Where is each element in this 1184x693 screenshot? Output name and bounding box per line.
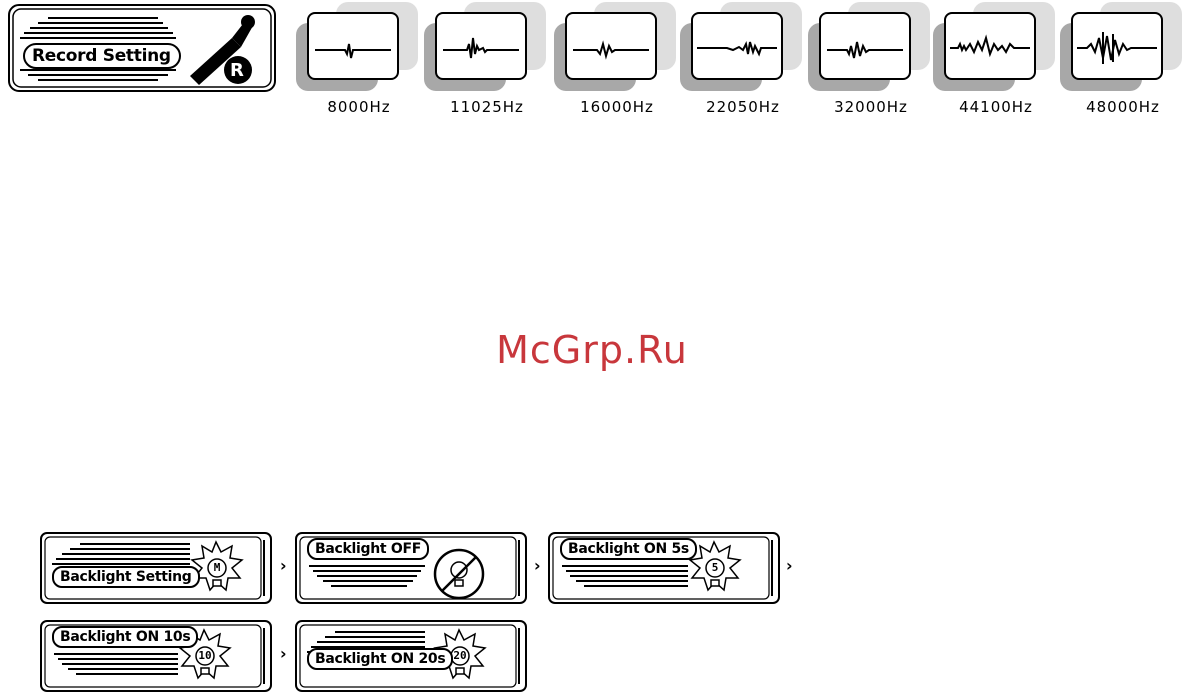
waveform-screen: [691, 12, 783, 80]
waveform-screen: [944, 12, 1036, 80]
sample-rate-label: 8000Hz: [296, 98, 422, 116]
waveform-screen: [819, 12, 911, 80]
bulb-text: 5: [706, 561, 724, 574]
waveform-icon: [821, 14, 909, 78]
record-setting-label: Record Setting: [32, 46, 171, 66]
backlight-on-10s-panel: Backlight ON 10s 10: [40, 620, 272, 692]
sample-rate-11025: 11025Hz: [424, 0, 550, 120]
waveform-icon: [946, 14, 1034, 78]
chevron-right-icon: ›: [786, 556, 793, 575]
bulb-text: 20: [449, 649, 471, 662]
waveform-icon: [309, 14, 397, 78]
backlight-on-10s-label: Backlight ON 10s: [52, 626, 198, 648]
sample-rate-label: 11025Hz: [424, 98, 550, 116]
backlight-setting-label: Backlight Setting: [52, 566, 200, 588]
waveform-screen: [307, 12, 399, 80]
waveform-icon: [693, 14, 781, 78]
record-badge-letter: R: [230, 60, 244, 81]
waveform-icon: [1073, 14, 1161, 78]
no-light-icon: [435, 550, 483, 598]
bulb-text: 10: [194, 649, 216, 662]
backlight-on-20s-label: Backlight ON 20s: [307, 648, 453, 670]
sample-rate-label: 16000Hz: [554, 98, 680, 116]
sample-rate-8000: 8000Hz: [296, 0, 422, 120]
waveform-screen: [1071, 12, 1163, 80]
sample-rate-label: 22050Hz: [680, 98, 806, 116]
backlight-off-panel: Backlight OFF: [295, 532, 527, 604]
sample-rate-22050: 22050Hz: [680, 0, 806, 120]
sample-rate-32000: 32000Hz: [808, 0, 934, 120]
sample-rate-16000: 16000Hz: [554, 0, 680, 120]
waveform-screen: [565, 12, 657, 80]
record-setting-panel: Record Setting R: [8, 4, 276, 92]
waveform-icon: [567, 14, 655, 78]
chevron-right-icon: ›: [280, 556, 287, 575]
backlight-on-20s-panel: Backlight ON 20s 20: [295, 620, 527, 692]
bulb-text: M: [208, 561, 226, 574]
sample-rate-label: 48000Hz: [1060, 98, 1184, 116]
sample-rate-48000: 48000Hz: [1060, 0, 1184, 120]
sample-rate-label: 44100Hz: [933, 98, 1059, 116]
watermark-text: McGrp.Ru: [0, 328, 1184, 372]
backlight-setting-panel: Backlight Setting M: [40, 532, 272, 604]
waveform-screen: [435, 12, 527, 80]
sample-rate-label: 32000Hz: [808, 98, 934, 116]
backlight-on-5s-panel: Backlight ON 5s 5: [548, 532, 780, 604]
waveform-icon: [437, 14, 525, 78]
backlight-off-label: Backlight OFF: [307, 538, 429, 560]
backlight-on-5s-label: Backlight ON 5s: [560, 538, 697, 560]
chevron-right-icon: ›: [534, 556, 541, 575]
chevron-right-icon: ›: [280, 644, 287, 663]
sample-rate-44100: 44100Hz: [933, 0, 1059, 120]
